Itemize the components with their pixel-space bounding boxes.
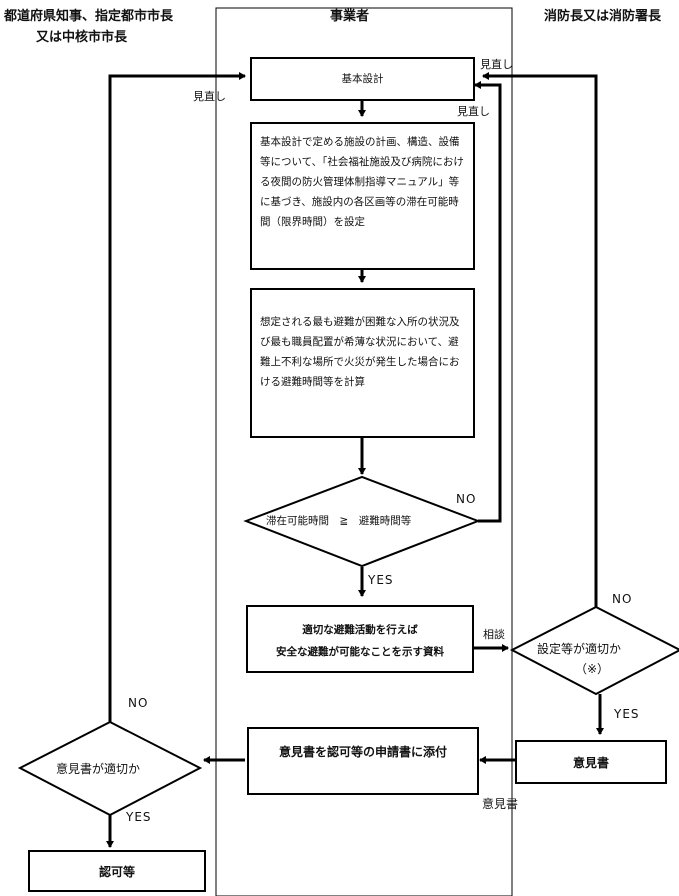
decision-settings-ok: [509, 605, 679, 696]
header-governor-line2: 又は中核市市長: [36, 30, 128, 45]
label-yes-opinion: YES: [126, 810, 152, 824]
header-business: 事業者: [330, 9, 370, 24]
box-set-time-text: 基本設計で定める施設の計画、構造、設備等について、「社会福祉施設及び病院における…: [260, 136, 464, 228]
label-no-settings: NO: [612, 592, 633, 606]
label-yes-compare: YES: [368, 573, 394, 587]
box-basic-design-text: 基本設計: [341, 73, 384, 85]
box-basic-design: 基本設計: [250, 57, 475, 101]
decision-settings-ok-line2: （※）: [575, 662, 610, 676]
decision-settings-ok-line1: 設定等が適切か: [537, 642, 622, 656]
box-calculation-text: 想定される最も避難が困難な入所の状況及び最も職員配置が希薄な状況において、避難上…: [260, 316, 460, 388]
header-governor: 都道府県知事、指定都市市長 又は中核市市長: [4, 6, 173, 48]
box-attach-text: 意見書を認可等の申請書に添付: [278, 745, 447, 759]
header-fire-chief: 消防長又は消防署長: [544, 9, 662, 24]
label-opinion-arrow: 意見書: [482, 797, 519, 811]
box-approval: 認可等: [28, 850, 206, 892]
box-material-line1: 適切な避難活動を行えば: [302, 624, 418, 636]
header-governor-line1: 都道府県知事、指定都市市長: [4, 9, 174, 24]
label-consult: 相談: [483, 628, 505, 641]
box-calculation: 想定される最も避難が困難な入所の状況及び最も職員配置が希薄な状況において、避難上…: [250, 288, 475, 438]
business-lane: [215, 7, 513, 896]
label-review-left: 見直し: [193, 90, 226, 103]
label-review-right-inner: 見直し: [457, 105, 490, 118]
box-evacuation-material: 適切な避難活動を行えば 安全な避難が可能なことを示す資料: [246, 605, 474, 673]
label-yes-settings: YES: [614, 707, 640, 721]
decision-time-compare-text: 滞在可能時間 ≧ 避難時間等: [266, 515, 412, 527]
box-attach-opinion: 意見書を認可等の申請書に添付: [247, 727, 479, 795]
label-no-compare: NO: [456, 492, 477, 506]
box-approval-text: 認可等: [98, 865, 135, 879]
box-material-line2: 安全な避難が可能なことを示す資料: [276, 646, 444, 658]
decision-opinion-ok: [17, 720, 203, 817]
box-set-time: 基本設計で定める施設の計画、構造、設備等について、「社会福祉施設及び病院における…: [250, 122, 475, 270]
label-no-opinion: NO: [128, 696, 149, 710]
box-opinion: 意見書: [515, 740, 667, 784]
box-opinion-text: 意見書: [572, 756, 609, 770]
decision-opinion-ok-text: 意見書が適切か: [56, 762, 141, 776]
label-review-right-top: 見直し: [480, 58, 513, 71]
